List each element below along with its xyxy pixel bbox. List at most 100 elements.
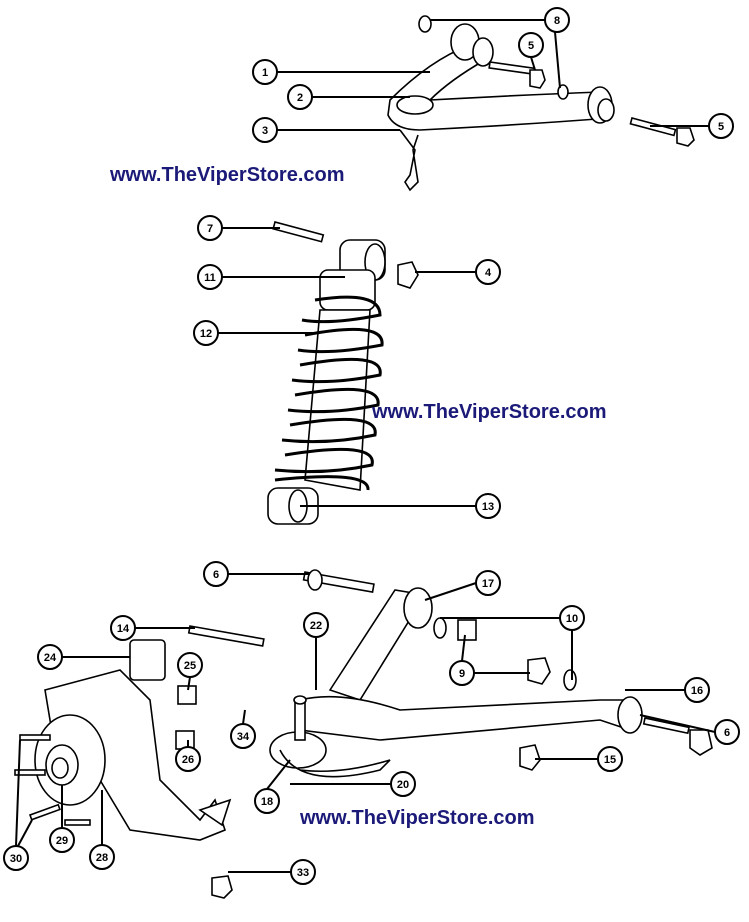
callout-20: 20 [390, 771, 416, 797]
coil-spring-shock [267, 221, 419, 525]
callout-circle [254, 788, 280, 814]
callout-number: 5 [528, 40, 534, 52]
callout-number: 26 [182, 754, 194, 766]
callout-13: 13 [475, 493, 501, 519]
callout-number: 5 [718, 121, 724, 133]
callout-number: 3 [262, 125, 268, 137]
callout-33: 33 [290, 859, 316, 885]
callout-number: 12 [200, 328, 212, 340]
callout-10: 10 [559, 605, 585, 631]
callout-3: 3 [252, 117, 278, 143]
callout-2: 2 [287, 84, 313, 110]
callout-circle [475, 259, 501, 285]
upper-control-arm [387, 15, 695, 192]
callout-number: 11 [204, 272, 216, 284]
callout-circle [193, 320, 219, 346]
callout-30: 30 [3, 845, 29, 871]
callout-number: 16 [691, 685, 703, 697]
callout-5: 5 [518, 32, 544, 58]
callout-6: 6 [203, 561, 229, 587]
callout-15: 15 [597, 746, 623, 772]
callout-circle [390, 771, 416, 797]
callout-circle [89, 844, 115, 870]
callout-circle [177, 652, 203, 678]
callout-number: 6 [213, 569, 219, 581]
callout-circle [475, 493, 501, 519]
callout-26: 26 [175, 746, 201, 772]
callout-circle [197, 215, 223, 241]
callout-number: 25 [184, 660, 196, 672]
callout-1: 1 [252, 59, 278, 85]
watermark-top: www.TheViperStore.com [110, 164, 345, 186]
callout-16: 16 [684, 677, 710, 703]
leader-lines [15, 19, 716, 873]
callout-circle [203, 561, 229, 587]
callout-18: 18 [254, 788, 280, 814]
callout-number: 15 [604, 754, 616, 766]
callout-circle [197, 264, 223, 290]
callout-circle [684, 677, 710, 703]
callout-6: 6 [714, 719, 740, 745]
callout-number: 24 [44, 652, 57, 664]
callout-circle [3, 845, 29, 871]
callout-number: 1 [262, 67, 268, 79]
callout-number: 34 [237, 731, 250, 743]
callout-circle [518, 32, 544, 58]
callout-number: 20 [397, 779, 409, 791]
callout-circle [230, 723, 256, 749]
callout-circle [175, 746, 201, 772]
callout-circle [544, 7, 570, 33]
callout-number: 28 [96, 852, 108, 864]
callout-circle [110, 615, 136, 641]
steering-knuckle-hub [14, 625, 265, 899]
callout-number: 2 [297, 92, 303, 104]
callout-circle [252, 59, 278, 85]
callout-14: 14 [110, 615, 136, 641]
callout-circle [252, 117, 278, 143]
callout-circle [303, 612, 329, 638]
callout-number: 13 [482, 501, 494, 513]
callout-circle [290, 859, 316, 885]
callout-11: 11 [197, 264, 223, 290]
lower-control-arm [269, 569, 713, 778]
callout-circle [708, 113, 734, 139]
callout-9: 9 [449, 660, 475, 686]
callout-number: 17 [482, 578, 494, 590]
callout-7: 7 [197, 215, 223, 241]
callout-circle [714, 719, 740, 745]
callout-circle [475, 570, 501, 596]
callout-5: 5 [708, 113, 734, 139]
callout-number: 10 [566, 613, 578, 625]
callout-8: 8 [544, 7, 570, 33]
callout-number: 22 [310, 620, 322, 632]
callout-number: 9 [459, 668, 465, 680]
callout-29: 29 [49, 827, 75, 853]
callout-25: 25 [177, 652, 203, 678]
callout-22: 22 [303, 612, 329, 638]
callout-circle [597, 746, 623, 772]
callout-4: 4 [475, 259, 501, 285]
callout-number: 29 [56, 835, 68, 847]
callout-number: 4 [485, 267, 492, 279]
callout-24: 24 [37, 644, 63, 670]
callout-circle [449, 660, 475, 686]
callout-circle [49, 827, 75, 853]
callout-number: 33 [297, 867, 309, 879]
callout-number: 14 [117, 623, 130, 635]
watermark-bottom: www.TheViperStore.com [300, 807, 535, 829]
callout-circle [37, 644, 63, 670]
callout-circle [559, 605, 585, 631]
callout-number: 18 [261, 796, 273, 808]
callout-34: 34 [230, 723, 256, 749]
callout-28: 28 [89, 844, 115, 870]
callout-number: 30 [10, 853, 22, 865]
callout-17: 17 [475, 570, 501, 596]
callout-12: 12 [193, 320, 219, 346]
watermark-middle: www.TheViperStore.com [372, 401, 607, 423]
callout-number: 8 [554, 15, 560, 27]
callout-number: 6 [724, 727, 730, 739]
callout-number: 7 [207, 223, 213, 235]
